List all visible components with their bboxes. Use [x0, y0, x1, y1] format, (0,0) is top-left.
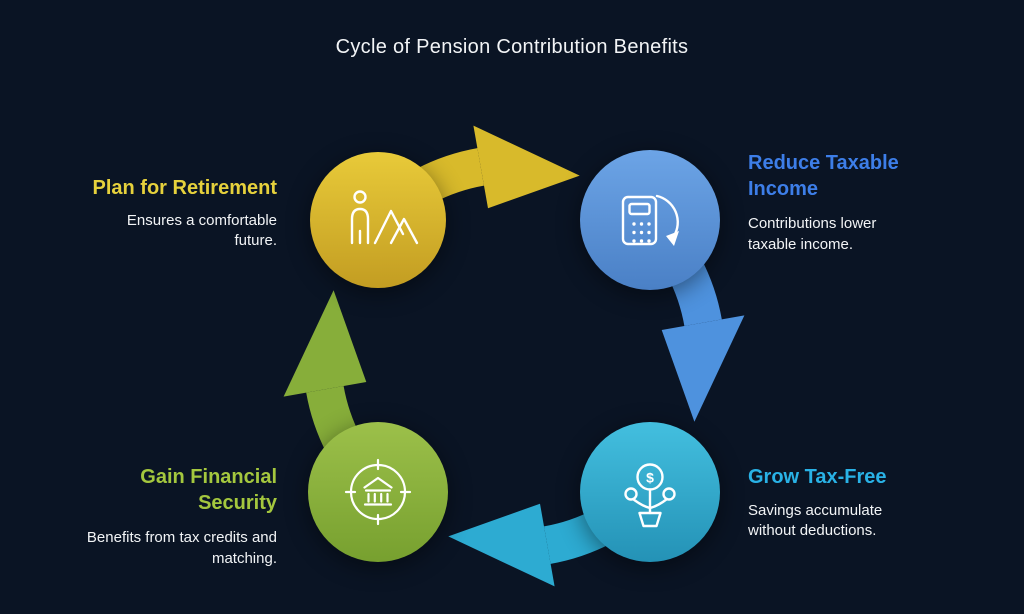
plan-body: Ensures a comfortable future. [126, 211, 277, 250]
node-gain-circle [308, 422, 448, 562]
node-reduce-circle [580, 150, 720, 290]
page-title: Cycle of Pension Contribution Benefits [335, 36, 689, 58]
label-block-reduce: Reduce Taxable Income Contributions lowe… [748, 151, 948, 256]
reduce-body: Contributions lower taxable income. [748, 215, 877, 253]
bank-target-icon [344, 458, 412, 526]
calculator-refresh-icon [621, 194, 679, 246]
label-block-grow: Grow Tax-Free Savings accumulate without… [748, 465, 948, 542]
money-tree-icon: $ [624, 463, 676, 528]
node-plan-circle [310, 152, 446, 288]
reduce-heading: Reduce Taxable Income [748, 152, 899, 200]
dollar-glyph: $ [646, 470, 654, 486]
gain-heading: Gain Financial Security [140, 466, 277, 514]
label-block-gain: Gain Financial Security Benefits from ta… [45, 465, 277, 570]
plan-heading: Plan for Retirement [92, 177, 277, 199]
grow-body: Savings accumulate without deductions. [748, 501, 883, 540]
grow-heading: Grow Tax-Free [748, 466, 887, 488]
gain-body: Benefits from tax credits and matching. [86, 529, 277, 567]
hiker-mountains-icon [350, 190, 419, 245]
label-block-plan: Plan for Retirement Ensures a comfortabl… [45, 176, 277, 252]
